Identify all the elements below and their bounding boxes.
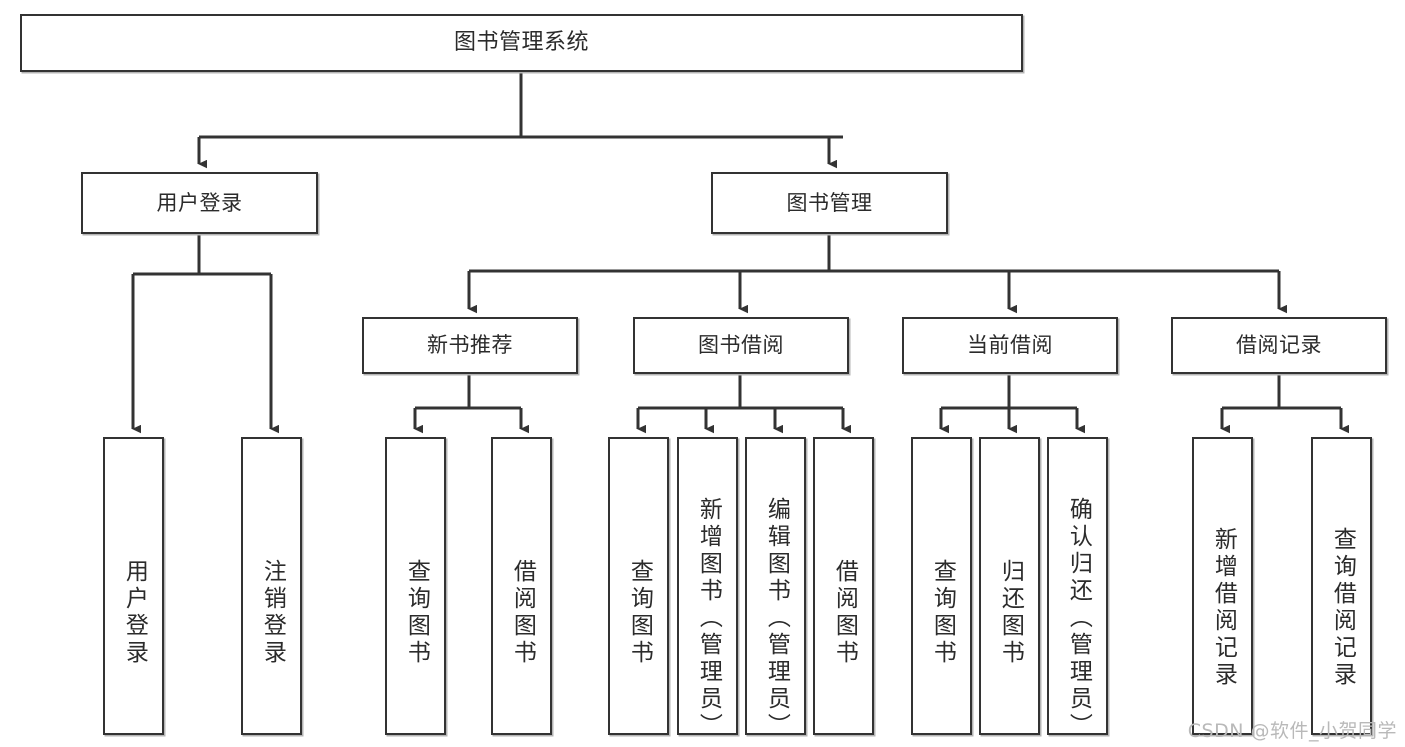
node-leaf-borrow-book-action[interactable]: 借阅图书 xyxy=(813,437,874,735)
node-leaf-query-book-current-label: 查询图书 xyxy=(929,559,956,667)
node-user-login-label: 用户登录 xyxy=(156,190,243,215)
node-leaf-edit-book-admin-label: 编辑图书（管理员） xyxy=(763,497,790,740)
node-borrow-records-label: 借阅记录 xyxy=(1236,333,1322,357)
node-leaf-user-login-action[interactable]: 用户登录 xyxy=(103,437,164,735)
node-leaf-confirm-return-admin-label: 确认归还（管理员） xyxy=(1065,497,1092,740)
node-leaf-add-borrow-record[interactable]: 新增借阅记录 xyxy=(1192,437,1253,735)
node-leaf-query-book-current[interactable]: 查询图书 xyxy=(911,437,972,735)
node-leaf-add-borrow-record-label: 新增借阅记录 xyxy=(1210,527,1237,689)
node-leaf-logout-label: 注销登录 xyxy=(259,559,286,667)
node-leaf-return-book-label: 归还图书 xyxy=(997,559,1024,667)
node-leaf-user-login-action-label: 用户登录 xyxy=(121,559,148,667)
node-borrow-records[interactable]: 借阅记录 xyxy=(1171,317,1387,374)
node-root-system[interactable]: 图书管理系统 xyxy=(20,14,1023,72)
node-leaf-query-borrow-record[interactable]: 查询借阅记录 xyxy=(1311,437,1372,735)
node-leaf-confirm-return-admin[interactable]: 确认归还（管理员） xyxy=(1047,437,1108,740)
node-book-management[interactable]: 图书管理 xyxy=(711,172,948,234)
node-leaf-add-book-admin-label: 新增图书（管理员） xyxy=(695,497,722,740)
node-leaf-query-book-borrow[interactable]: 查询图书 xyxy=(608,437,669,735)
node-leaf-query-borrow-record-label: 查询借阅记录 xyxy=(1329,527,1356,689)
node-new-book-recommend[interactable]: 新书推荐 xyxy=(362,317,578,374)
node-leaf-query-book-borrow-label: 查询图书 xyxy=(626,559,653,667)
node-leaf-borrow-book-action-label: 借阅图书 xyxy=(831,559,858,667)
node-current-borrow[interactable]: 当前借阅 xyxy=(902,317,1118,374)
node-user-login[interactable]: 用户登录 xyxy=(81,172,318,234)
node-root-system-label: 图书管理系统 xyxy=(453,30,589,55)
node-leaf-borrow-book-newbooks-label: 借阅图书 xyxy=(509,559,536,667)
node-leaf-edit-book-admin[interactable]: 编辑图书（管理员） xyxy=(745,437,806,740)
node-book-borrow-label: 图书借阅 xyxy=(698,333,784,357)
node-leaf-query-book-newbooks[interactable]: 查询图书 xyxy=(385,437,446,735)
node-current-borrow-label: 当前借阅 xyxy=(967,333,1053,357)
node-leaf-query-book-newbooks-label: 查询图书 xyxy=(403,559,430,667)
node-leaf-return-book[interactable]: 归还图书 xyxy=(979,437,1040,735)
node-leaf-borrow-book-newbooks[interactable]: 借阅图书 xyxy=(491,437,552,735)
node-book-borrow[interactable]: 图书借阅 xyxy=(633,317,849,374)
node-new-book-recommend-label: 新书推荐 xyxy=(427,333,513,357)
node-leaf-add-book-admin[interactable]: 新增图书（管理员） xyxy=(677,437,738,740)
node-book-management-label: 图书管理 xyxy=(786,190,873,215)
node-leaf-logout[interactable]: 注销登录 xyxy=(241,437,302,735)
